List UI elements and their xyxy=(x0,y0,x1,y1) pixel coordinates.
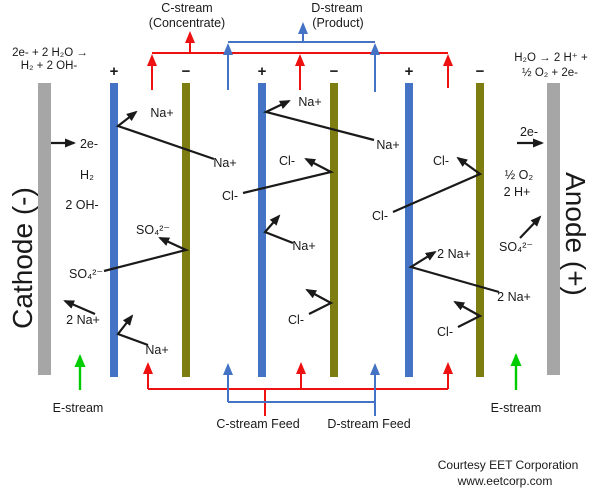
membrane-blue-2 xyxy=(258,83,266,377)
na-rejection-arrow-c2-bottom xyxy=(263,214,294,245)
ion-label-c2-cl-bottom: Cl- xyxy=(288,313,304,327)
e-right-so4-arrow xyxy=(519,215,542,239)
ion-label-e-right-2h: 2 H+ xyxy=(504,185,531,199)
ion-label-e-right-o2: ½ O₂ xyxy=(505,168,534,182)
anode-reaction-line2: ½ O₂ + 2e- xyxy=(522,67,578,79)
membrane-sign-5: + xyxy=(405,63,414,80)
e-stream-label-left: E-stream xyxy=(53,401,104,415)
e-left-2na-arrow xyxy=(63,299,96,316)
ion-label-c2-na-bottom: Na+ xyxy=(292,239,315,253)
ion-label-e-right-so4: SO₄²⁻ xyxy=(499,240,533,254)
c-feed-label: C-stream Feed xyxy=(216,417,299,431)
na-transport-arrow-c1-top xyxy=(115,110,215,161)
ion-label-c1-na-top: Na+ xyxy=(150,106,173,120)
d-stream-label-line2: (Product) xyxy=(312,16,363,30)
membrane-olive-2 xyxy=(330,83,338,377)
ion-label-d2-na: Na+ xyxy=(376,138,399,152)
cathode-reaction-line2: H₂ + 2 OH- xyxy=(21,60,78,72)
na-rejection-arrow-c1-bottom xyxy=(116,314,149,347)
ion-label-c1-na-bottom: Na+ xyxy=(145,343,168,357)
ion-label-e-left-2e: 2e- xyxy=(80,137,98,151)
so4-transport-arrow-c1 xyxy=(103,237,190,273)
cathode-reaction-line1: 2e- + 2 H₂O → xyxy=(12,47,88,59)
ion-label-e-left-so4: SO₄²⁻ xyxy=(69,267,103,281)
c-stream-label-line2: (Concentrate) xyxy=(149,16,225,30)
ion-label-c2-cl-top: Cl- xyxy=(279,154,295,168)
anode-title: Anode (+) xyxy=(560,172,591,296)
ion-label-e-left-h2: H₂ xyxy=(80,168,94,182)
cathode-title: Cathode (-) xyxy=(7,187,38,329)
credit-line1: Courtesy EET Corporation xyxy=(438,458,579,472)
e-stream-label-right: E-stream xyxy=(491,401,542,415)
na-transport-arrow-c2-top xyxy=(262,100,375,142)
cathode-electrode-bar xyxy=(38,83,51,375)
membrane-olive-1 xyxy=(182,83,190,377)
c-stream-label-line1: C-stream xyxy=(161,1,212,15)
d-feed-label: D-stream Feed xyxy=(327,417,410,431)
membrane-sign-6: − xyxy=(476,63,485,80)
na-transport-arrow-c3 xyxy=(408,250,500,294)
ion-label-e-left-2na: 2 Na+ xyxy=(66,313,100,327)
ion-label-d2-cl: Cl- xyxy=(372,209,388,223)
ion-label-c1-so4: SO₄²⁻ xyxy=(136,223,170,237)
anode-reaction-line1: H₂O → 2 H⁺ + xyxy=(514,52,588,64)
cl-rejection-arrow-c2-bottom xyxy=(305,289,334,315)
anode-electrode-bar xyxy=(547,83,560,375)
ion-label-c2-na-top: Na+ xyxy=(298,95,321,109)
membrane-sign-1: + xyxy=(110,63,119,80)
ion-label-d1-na: Na+ xyxy=(213,156,236,170)
membrane-blue-3 xyxy=(405,83,413,377)
membrane-olive-3 xyxy=(476,83,484,377)
membrane-blue-1 xyxy=(110,83,118,377)
ion-label-c3-cl-top: Cl- xyxy=(433,154,449,168)
ion-label-e-left-2oh: 2 OH- xyxy=(65,198,98,212)
credit-line2: www.eetcorp.com xyxy=(457,474,553,488)
membrane-sign-2: − xyxy=(182,63,191,80)
membrane-sign-4: − xyxy=(330,63,339,80)
cl-rejection-arrow-c3-bottom xyxy=(453,301,483,328)
cl-transport-arrow-c2 xyxy=(242,158,335,195)
ion-label-c3-cl-bottom: Cl- xyxy=(437,325,453,339)
ion-label-e-right-2e: 2e- xyxy=(520,125,538,139)
cl-transport-arrow-c3 xyxy=(392,156,483,214)
ion-label-c3-2na: 2 Na+ xyxy=(437,247,471,261)
membrane-sign-3: + xyxy=(258,63,267,80)
ion-label-d1-cl: Cl- xyxy=(222,189,238,203)
d-stream-label-line1: D-stream xyxy=(311,1,362,15)
ion-label-e-right-2na: 2 Na+ xyxy=(497,290,531,304)
